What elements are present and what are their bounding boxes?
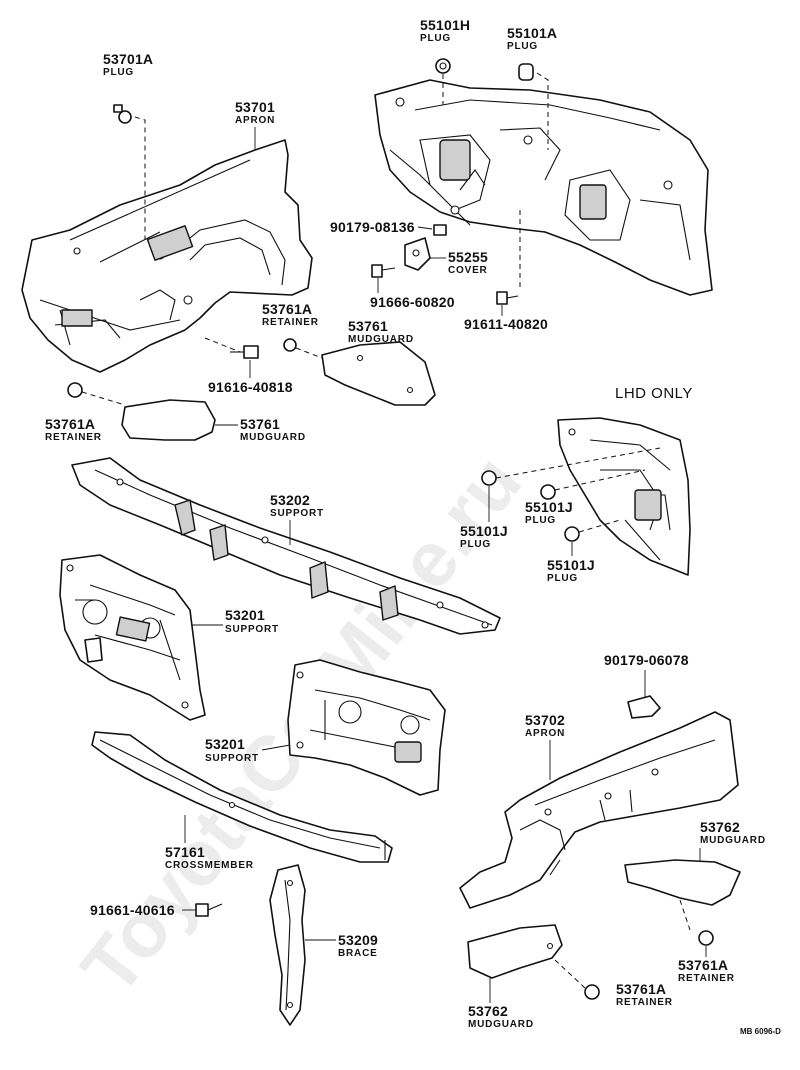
callout-name: SUPPORT <box>270 508 324 519</box>
plug-55101j-b-part[interactable] <box>540 484 556 500</box>
apron-53702-part[interactable] <box>459 711 739 909</box>
callout-number: 55101H <box>420 17 470 33</box>
callout-number: 53202 <box>270 492 310 508</box>
callout-name: PLUG <box>525 515 556 526</box>
callout-number: 90179-06078 <box>604 652 689 668</box>
callout-number: 53761 <box>348 318 388 334</box>
plug-53701a-part[interactable] <box>113 104 132 124</box>
callout-name: PLUG <box>103 67 134 78</box>
callout-name: CROSSMEMBER <box>165 860 254 871</box>
region-note: LHD ONLY <box>615 385 693 402</box>
callout-name: MUDGUARD <box>700 835 766 846</box>
callout-number: 53761 <box>240 416 280 432</box>
callout-name: MUDGUARD <box>240 432 306 443</box>
callout-number: 55101J <box>460 523 508 539</box>
mudguard-53762-bottom-part[interactable] <box>467 924 563 979</box>
callout-number: 53761A <box>45 416 95 432</box>
callout-name: MUDGUARD <box>348 334 414 345</box>
callout-number: 53762 <box>468 1003 508 1019</box>
callout-name: PLUG <box>507 41 538 52</box>
callout-number: 91666-60820 <box>370 294 455 310</box>
bolt-91666-60820-part[interactable] <box>371 264 396 278</box>
callout-number: 53201 <box>225 607 265 623</box>
callout-name: APRON <box>235 115 275 126</box>
mudguard-53761-left-part[interactable] <box>121 399 216 441</box>
bolt-90179-08136-part[interactable] <box>433 224 447 236</box>
callout-name: BRACE <box>338 948 378 959</box>
mudguard-53761-mid-part[interactable] <box>321 341 436 406</box>
callout-name: COVER <box>448 265 488 276</box>
callout-name: RETAINER <box>616 997 673 1008</box>
support-53202-part[interactable] <box>71 457 501 635</box>
callout-number: 53761A <box>678 957 728 973</box>
plug-55101j-a-part[interactable] <box>481 470 497 486</box>
callout-name: RETAINER <box>262 317 319 328</box>
bolt-91611-40820-part[interactable] <box>496 291 519 305</box>
callout-number: 55255 <box>448 249 488 265</box>
retainer-53761a-bottom-part[interactable] <box>584 984 600 1000</box>
plug-55101j-c-part[interactable] <box>564 526 580 542</box>
support-53201-right-part[interactable] <box>287 659 446 796</box>
callout-name: SUPPORT <box>225 624 279 635</box>
retainer-53761a-mid-part[interactable] <box>283 338 297 352</box>
dash-panel-part[interactable] <box>374 79 713 296</box>
figure-reference: MB 6096-D <box>740 1027 781 1036</box>
callout-name: SUPPORT <box>205 753 259 764</box>
bolt-90179-06078-part[interactable] <box>627 695 661 719</box>
callout-name: PLUG <box>460 539 491 550</box>
callout-number: 91611-40820 <box>464 316 548 332</box>
callout-number: 55101J <box>547 557 595 573</box>
callout-number: 53761A <box>616 981 666 997</box>
callout-name: PLUG <box>547 573 578 584</box>
callout-number: 57161 <box>165 844 205 860</box>
callout-number: 91661-40616 <box>90 902 175 918</box>
callout-number: 53701 <box>235 99 275 115</box>
callout-number: 53209 <box>338 932 378 948</box>
apron-53701-part[interactable] <box>21 139 313 373</box>
callout-number: 53702 <box>525 712 565 728</box>
callout-name: PLUG <box>420 33 451 44</box>
callout-number: 53201 <box>205 736 245 752</box>
callout-number: 53761A <box>262 301 312 317</box>
callout-name: MUDGUARD <box>468 1019 534 1030</box>
crossmember-57161-part[interactable] <box>91 731 393 863</box>
plug-55101h-part[interactable] <box>435 58 451 74</box>
plug-55101a-part[interactable] <box>518 63 534 81</box>
callout-number: 55101A <box>507 25 557 41</box>
callout-name: APRON <box>525 728 565 739</box>
callout-name: RETAINER <box>678 973 735 984</box>
mudguard-53762-right-part[interactable] <box>624 859 741 906</box>
retainer-53761a-left-part[interactable] <box>67 382 83 398</box>
callout-number: 53701A <box>103 51 153 67</box>
support-53201-left-part[interactable] <box>59 554 206 721</box>
lhd-panel-part[interactable] <box>557 417 691 576</box>
callout-name: RETAINER <box>45 432 102 443</box>
callout-number: 91616-40818 <box>208 379 293 395</box>
brace-53209-part[interactable] <box>269 864 306 1026</box>
retainer-53761a-right-part[interactable] <box>698 930 714 946</box>
bolt-91616-40818-part[interactable] <box>230 345 259 359</box>
callout-number: 53762 <box>700 819 740 835</box>
cover-55255-part[interactable] <box>404 237 431 271</box>
callout-number: 55101J <box>525 499 573 515</box>
callout-number: 90179-08136 <box>330 219 415 235</box>
